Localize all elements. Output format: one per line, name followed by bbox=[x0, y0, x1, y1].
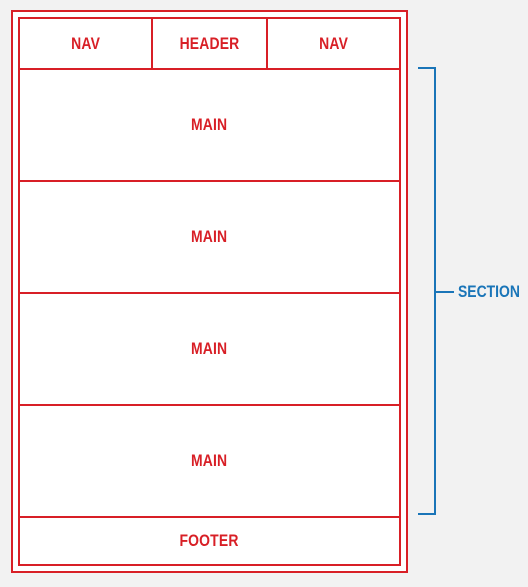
main-box-3: MAIN bbox=[20, 294, 399, 406]
nav-left-box: NAV bbox=[20, 19, 153, 68]
nav-right-box: NAV bbox=[268, 19, 399, 68]
header-label: HEADER bbox=[179, 33, 240, 53]
main-box-4: MAIN bbox=[20, 406, 399, 518]
top-row: NAV HEADER NAV bbox=[20, 19, 399, 70]
nav-left-label: NAV bbox=[71, 33, 100, 53]
section-bracket bbox=[418, 67, 436, 515]
footer-box: FOOTER bbox=[20, 518, 399, 564]
section-bracket-tick bbox=[436, 291, 454, 293]
nav-right-label: NAV bbox=[319, 33, 348, 53]
main-box-2: MAIN bbox=[20, 182, 399, 294]
section-label: SECTION bbox=[458, 282, 520, 301]
main-label-1: MAIN bbox=[191, 115, 228, 134]
main-label-3: MAIN bbox=[191, 339, 228, 358]
main-label-4: MAIN bbox=[191, 451, 228, 470]
footer-label: FOOTER bbox=[179, 531, 240, 550]
header-box: HEADER bbox=[153, 19, 268, 68]
main-label-2: MAIN bbox=[191, 227, 228, 246]
main-box-1: MAIN bbox=[20, 70, 399, 182]
page-inner-frame: NAV HEADER NAV MAIN MAIN MAIN MAIN FOOTE… bbox=[18, 17, 401, 566]
